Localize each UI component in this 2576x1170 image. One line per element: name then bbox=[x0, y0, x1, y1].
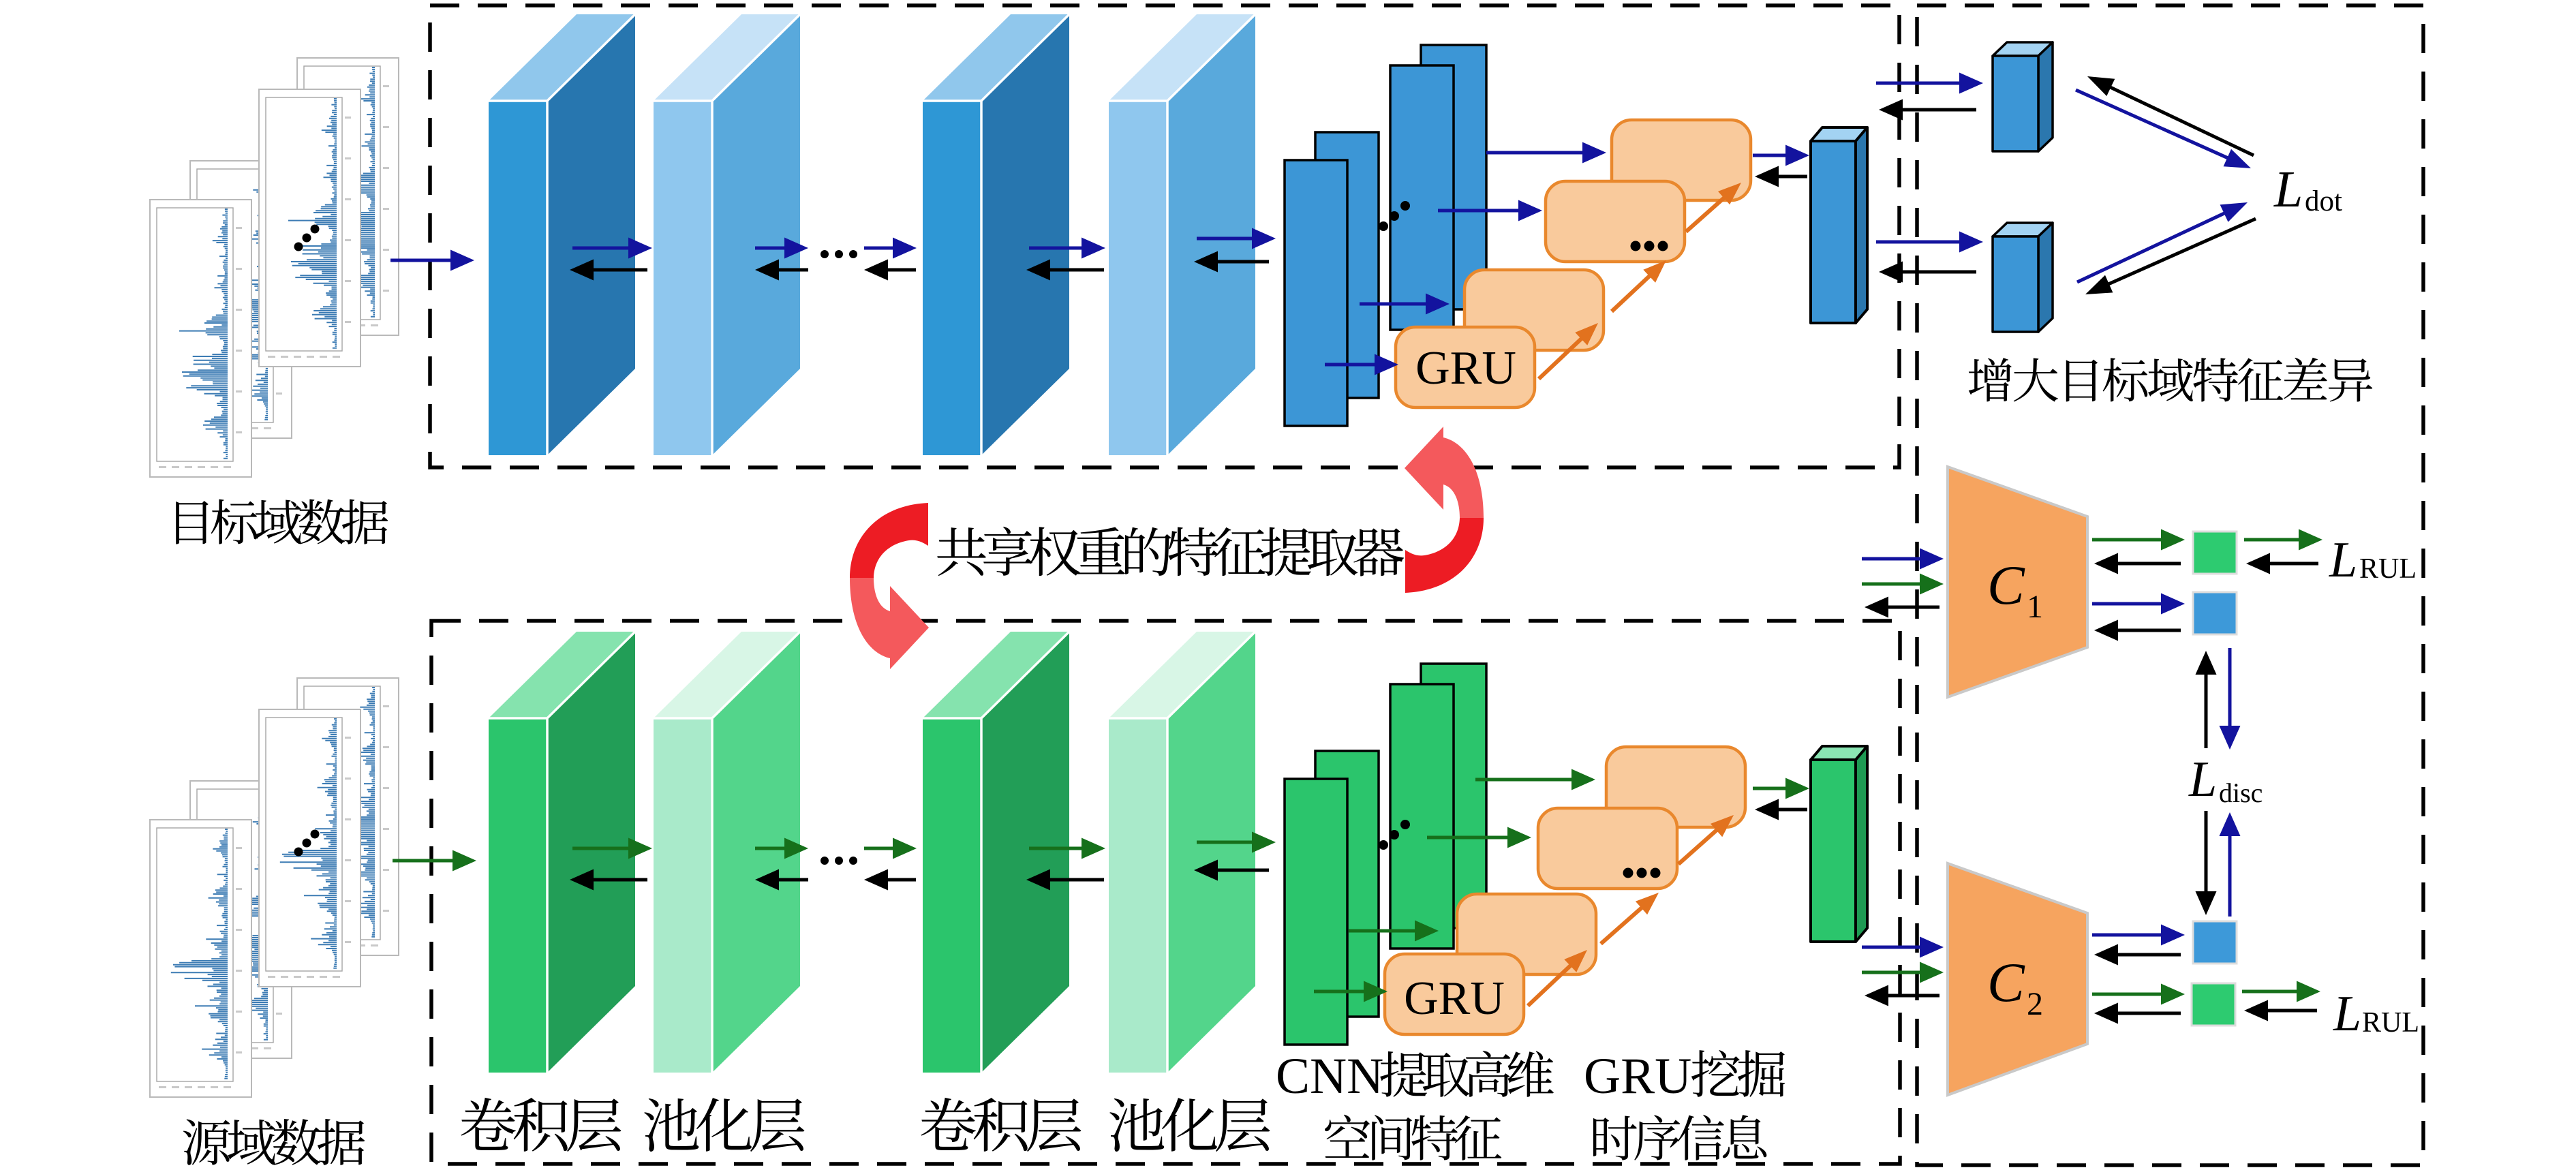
svg-text:L: L bbox=[2188, 752, 2217, 807]
svg-text:L: L bbox=[2329, 532, 2357, 588]
svg-text:GRU: GRU bbox=[1584, 1048, 1691, 1105]
svg-text:2: 2 bbox=[2027, 986, 2043, 1022]
svg-text:C: C bbox=[1987, 951, 2025, 1013]
svg-text:disc: disc bbox=[2219, 778, 2263, 808]
svg-text:RUL: RUL bbox=[2362, 1007, 2419, 1038]
svg-text:1: 1 bbox=[2027, 589, 2043, 625]
svg-text:CNN: CNN bbox=[1276, 1048, 1383, 1105]
svg-text:GRU: GRU bbox=[1404, 972, 1505, 1025]
svg-text:C: C bbox=[1987, 554, 2025, 616]
svg-text:L: L bbox=[2333, 986, 2361, 1042]
svg-text:GRU: GRU bbox=[1415, 342, 1516, 395]
svg-text:L: L bbox=[2273, 161, 2303, 218]
svg-text:dot: dot bbox=[2305, 185, 2342, 217]
svg-text:RUL: RUL bbox=[2359, 553, 2417, 585]
